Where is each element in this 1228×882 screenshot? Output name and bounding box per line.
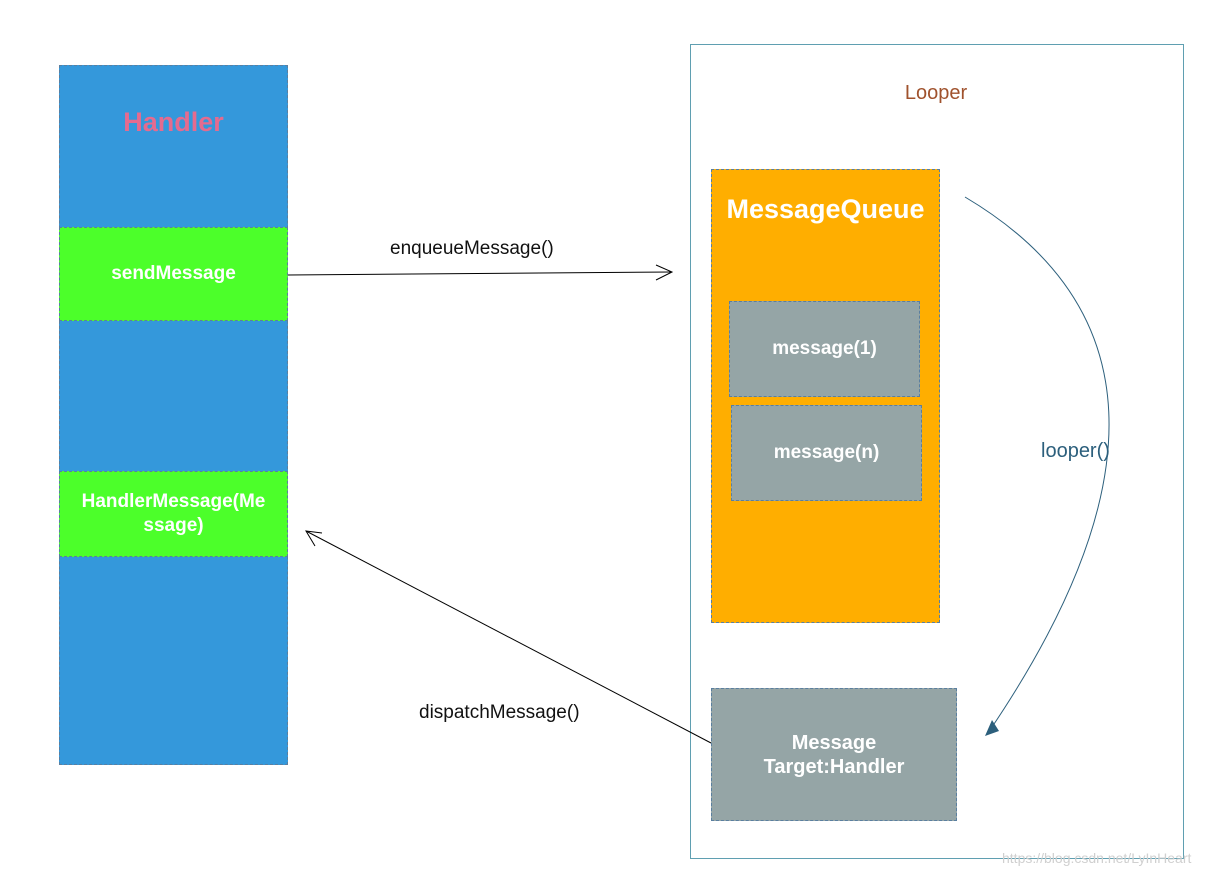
enqueue-arrow [287,264,674,281]
target-message-line-1: Message [791,731,877,754]
send-message-box: sendMessage [59,227,288,321]
handle-message-line-2: ssage) [143,515,204,536]
target-message-line-2: Target:Handler [763,755,905,778]
dispatch-arrow [305,530,712,744]
looper-call-label: looper() [1041,440,1110,462]
handler-title: Handler [123,106,224,137]
handle-message-box: HandlerMessage(Me ssage) [59,471,288,557]
handler-column [59,65,288,765]
loop-arrow [964,196,1110,736]
looper-title: Looper [904,81,968,104]
message-item-n: message(n) [731,405,922,501]
enqueue-message-label: enqueueMessage() [390,238,554,259]
message-item-1: message(1) [729,301,920,397]
handle-message-line-1: HandlerMessage(Me [81,491,266,512]
target-message-box: Message Target:Handler [711,688,957,821]
watermark: https://blog.csdn.net/LyInHeart [1002,850,1192,866]
message-queue-title: MessageQueue [726,193,925,224]
dispatch-message-label: dispatchMessage() [419,702,580,723]
